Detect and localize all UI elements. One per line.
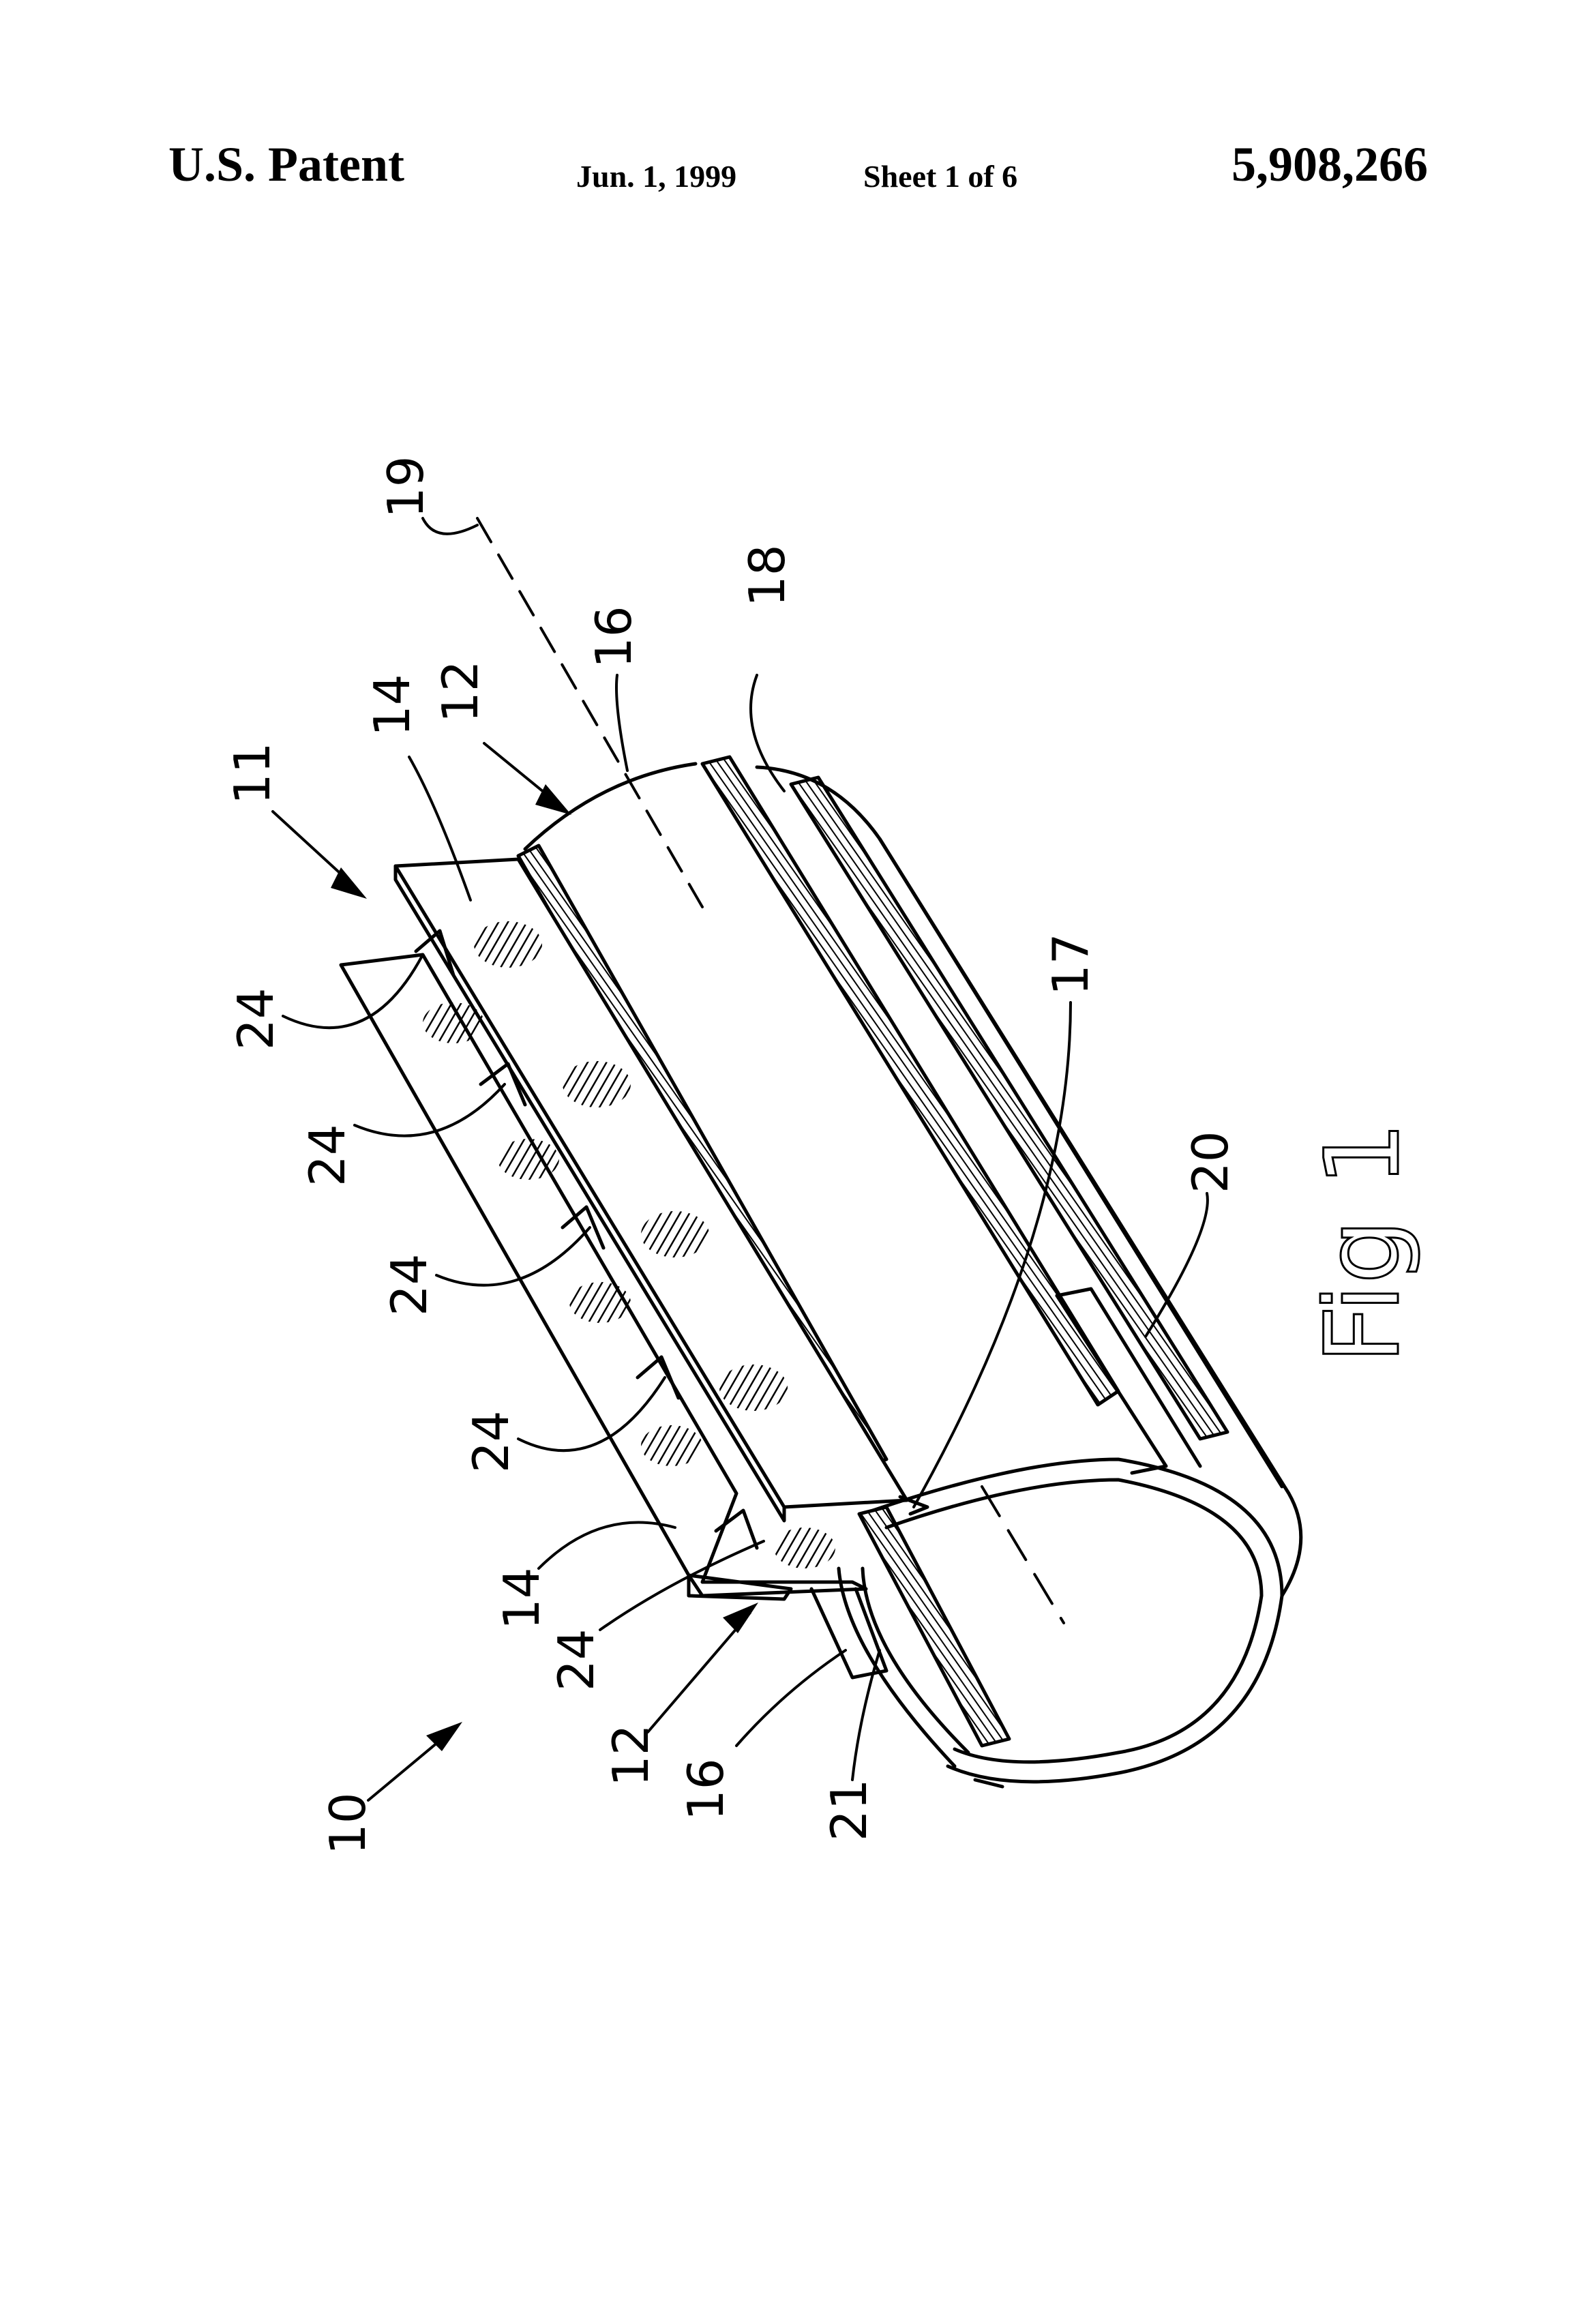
ref-19: 19: [377, 456, 434, 518]
ref-16-bot: 16: [677, 1758, 734, 1821]
ref-11: 11: [224, 742, 281, 805]
ref-24-1: 24: [227, 987, 284, 1050]
hatch-patch: [569, 1282, 631, 1323]
hatch-patch: [641, 1211, 709, 1257]
ref-24-4: 24: [462, 1410, 520, 1473]
arrow-head: [331, 867, 367, 899]
ref-24-3: 24: [380, 1253, 438, 1316]
hatch-patch: [774, 1528, 835, 1568]
ref-20: 20: [1182, 1131, 1239, 1193]
tube-stripe-front: [859, 1507, 1009, 1746]
leader-16-bot: [736, 1650, 846, 1746]
leader-18: [751, 675, 784, 791]
ref-21: 21: [820, 1778, 878, 1841]
hatch-patch: [423, 1002, 484, 1043]
ref-18: 18: [738, 544, 796, 607]
leader-16-top: [616, 675, 627, 771]
axis-line-19: [477, 518, 702, 907]
ref-17: 17: [1042, 933, 1099, 996]
reference-numerals: 10 11 12 12 14 14 16 16 17 18 19 20 21 2…: [224, 456, 1239, 1855]
leader-14-bot: [539, 1523, 675, 1569]
ref-12-bot: 12: [602, 1724, 659, 1787]
ref-14-top: 14: [363, 674, 421, 736]
ref-16-top: 16: [585, 606, 642, 668]
axis-line-lower: [982, 1487, 1064, 1623]
arrow-12-bot: [648, 1613, 750, 1732]
leader-19: [423, 518, 477, 534]
ref-24-5: 24: [548, 1628, 605, 1691]
hatch-patch: [498, 1139, 559, 1180]
ref-12-top: 12: [432, 660, 489, 723]
tube-stripe-lower: [791, 777, 1227, 1439]
hatch-patch: [563, 1061, 631, 1107]
ref-24-2: 24: [299, 1124, 356, 1187]
ref-14-bot: 14: [493, 1567, 550, 1630]
figure-caption: Fig 1: [1304, 1122, 1422, 1364]
hatch-patch: [641, 1425, 702, 1466]
arrow-head: [723, 1603, 758, 1633]
hatch-patch: [474, 921, 542, 968]
ref-10: 10: [319, 1792, 376, 1855]
hatch-patch: [719, 1365, 788, 1411]
leader-21: [852, 1650, 880, 1780]
